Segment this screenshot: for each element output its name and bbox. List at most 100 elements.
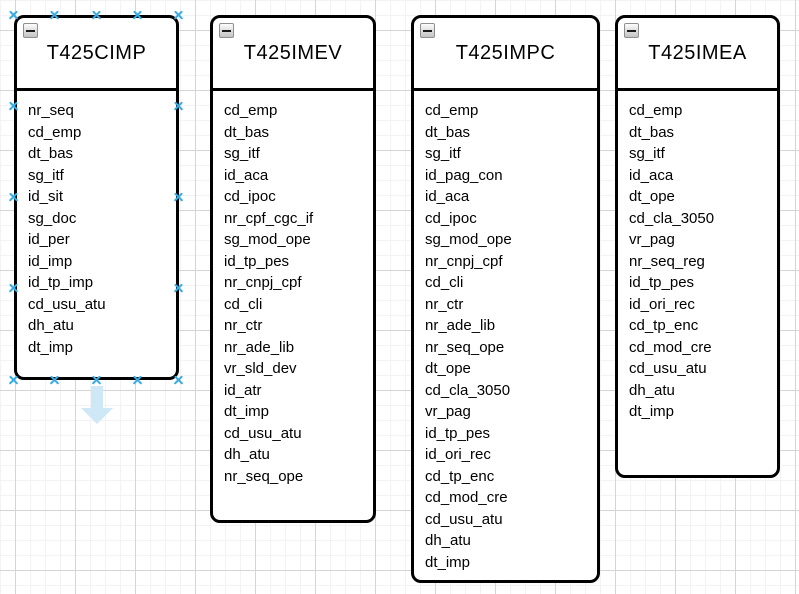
field-row[interactable]: dt_bas [425, 123, 471, 141]
field-row[interactable]: dt_imp [425, 553, 471, 571]
field-row[interactable]: cd_ipoc [425, 209, 477, 227]
field-row[interactable]: cd_ipoc [224, 188, 276, 205]
field-row[interactable]: cd_emp [224, 102, 278, 119]
field-row[interactable]: sg_itf [629, 145, 665, 162]
selection-handle[interactable] [49, 9, 60, 20]
field-row[interactable]: cd_mod_cre [425, 489, 508, 506]
field-row[interactable]: id_aca [425, 188, 470, 205]
field-row[interactable]: id_ori_rec [425, 446, 491, 463]
field-row[interactable]: nr_cpf_cgc_if [224, 209, 314, 227]
field-row[interactable]: dh_atu [224, 446, 270, 463]
field-row[interactable]: sg_itf [224, 145, 260, 162]
field-row[interactable]: nr_ctr [425, 295, 464, 313]
field-row[interactable]: dh_atu [425, 532, 471, 549]
field-row[interactable]: dt_bas [28, 145, 74, 162]
field-row[interactable]: cd_emp [425, 102, 479, 119]
down-arrow-head [81, 408, 113, 424]
selection-handle[interactable] [49, 374, 60, 385]
field-row[interactable]: cd_usu_atu [224, 424, 302, 442]
selection-handle[interactable] [8, 192, 19, 203]
field-row[interactable]: nr_ade_lib [425, 317, 496, 334]
field-row[interactable]: dt_imp [28, 338, 74, 356]
collapse-button[interactable] [624, 23, 639, 38]
field-row[interactable]: vr_sld_dev [224, 360, 297, 377]
field-row[interactable]: cd_usu_atu [28, 295, 106, 313]
field-row[interactable]: nr_ade_lib [224, 338, 295, 356]
field-row[interactable]: dt_imp [629, 403, 675, 420]
collapse-button[interactable] [420, 23, 435, 38]
field-row[interactable]: cd_usu_atu [425, 510, 503, 528]
field-row[interactable]: id_aca [224, 166, 269, 184]
collapse-button[interactable] [23, 23, 38, 38]
field-row[interactable]: sg_itf [425, 145, 461, 162]
field-row[interactable]: cd_tp_enc [629, 317, 699, 334]
field-row[interactable]: id_pag_con [425, 166, 503, 184]
selection-handle[interactable] [173, 100, 184, 111]
field-row[interactable]: sg_mod_ope [425, 231, 512, 248]
table-header[interactable]: T425IMPC [414, 18, 597, 91]
selection-handle[interactable] [132, 9, 143, 20]
field-row[interactable]: nr_seq_ope [224, 467, 304, 485]
field-row[interactable]: sg_mod_ope [224, 231, 311, 248]
field-row[interactable]: cd_usu_atu [629, 360, 707, 377]
field-list: cd_emp dt_bas sg_itf id_aca dt_ope cd_cla_305… [618, 91, 777, 423]
selection-handle[interactable] [8, 283, 19, 294]
field-row[interactable]: vr_pag [629, 231, 675, 248]
down-arrow-stem [91, 386, 103, 408]
field-row[interactable]: id_aca [629, 166, 674, 184]
entity-table-t425impc[interactable]: T425IMPC cd_emp dt_bas sg_itf id_pag_con id_a… [411, 15, 600, 583]
field-row[interactable]: id_ori_rec [629, 295, 695, 313]
field-row[interactable]: dt_bas [629, 123, 675, 141]
field-row[interactable]: cd_cli [224, 295, 263, 313]
field-row[interactable]: cd_emp [629, 102, 683, 119]
selection-handle[interactable] [8, 100, 19, 111]
down-arrow-icon[interactable] [81, 386, 113, 424]
selection-handle[interactable] [91, 374, 102, 385]
table-header[interactable]: T425IMEV [213, 18, 373, 91]
field-row[interactable]: dt_imp [224, 403, 270, 420]
selection-handle[interactable] [8, 374, 19, 385]
field-row[interactable]: dt_bas [224, 123, 270, 141]
field-row[interactable]: dt_ope [629, 188, 675, 205]
selection-handle[interactable] [173, 9, 184, 20]
collapse-button[interactable] [219, 23, 234, 38]
field-row[interactable]: nr_ctr [224, 317, 263, 334]
field-row[interactable]: nr_seq_reg [629, 252, 705, 270]
selection-handle[interactable] [173, 283, 184, 294]
selection-handle[interactable] [132, 374, 143, 385]
field-row[interactable]: vr_pag [425, 403, 471, 420]
field-row[interactable]: cd_cla_3050 [425, 381, 511, 399]
field-row[interactable]: id_per [28, 231, 70, 248]
field-row[interactable]: nr_seq [28, 102, 74, 119]
selection-handle[interactable] [8, 9, 19, 20]
field-row[interactable]: id_imp [28, 252, 73, 270]
field-row[interactable]: sg_doc [28, 209, 77, 227]
field-row[interactable]: id_tp_pes [629, 274, 695, 291]
field-row[interactable]: cd_emp [28, 123, 82, 141]
field-row[interactable]: dh_atu [28, 317, 74, 334]
table-header[interactable]: T425CIMP [17, 18, 176, 91]
field-row[interactable]: nr_cnpj_cpf [425, 252, 503, 270]
field-row[interactable]: nr_seq_ope [425, 338, 505, 356]
field-row[interactable]: cd_cla_3050 [629, 209, 715, 227]
field-row[interactable]: nr_cnpj_cpf [224, 274, 302, 291]
field-row[interactable]: id_tp_pes [425, 424, 491, 442]
field-row[interactable]: dt_ope [425, 360, 471, 377]
field-row[interactable]: dh_atu [629, 381, 675, 399]
table-header[interactable]: T425IMEA [618, 18, 777, 91]
field-row[interactable]: id_tp_pes [224, 252, 290, 270]
selection-handle[interactable] [91, 9, 102, 20]
field-row[interactable]: id_tp_imp [28, 274, 94, 291]
field-row[interactable]: id_sit [28, 188, 64, 205]
field-row[interactable]: cd_cli [425, 274, 464, 291]
field-row[interactable]: cd_mod_cre [629, 338, 712, 356]
field-row[interactable]: id_atr [224, 381, 262, 399]
selection-handle[interactable] [173, 192, 184, 203]
field-row[interactable]: cd_tp_enc [425, 467, 495, 485]
selection-handle[interactable] [173, 374, 184, 385]
field-row[interactable]: sg_itf [28, 166, 64, 184]
